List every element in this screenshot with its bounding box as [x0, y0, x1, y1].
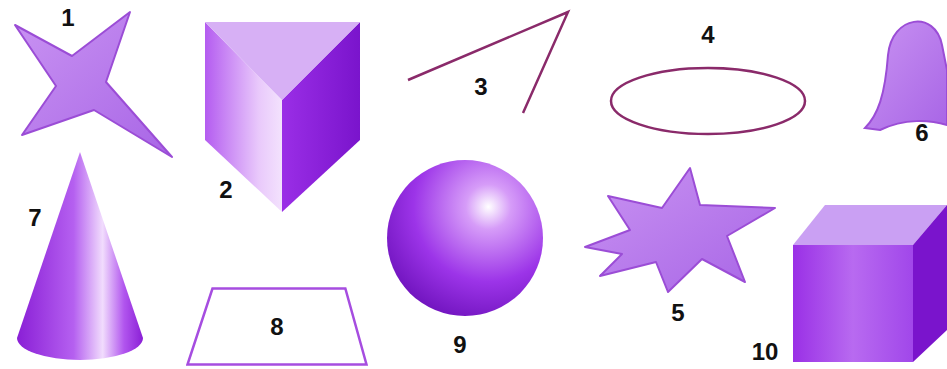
callout-number: 5	[671, 301, 684, 325]
cube-front	[793, 245, 913, 362]
callout-number: 1	[61, 6, 74, 30]
star-shape	[15, 12, 172, 157]
callout-number: 10	[752, 340, 779, 364]
sphere-solid	[387, 160, 543, 316]
trapezoid-outline	[188, 289, 367, 365]
callout-number: 4	[701, 23, 714, 47]
callout-number: 3	[474, 75, 487, 99]
callout-number: 6	[915, 121, 928, 145]
cube-side	[913, 205, 947, 362]
callout-number: 8	[270, 315, 283, 339]
cone-solid	[17, 152, 143, 360]
trapezoid-shape: 8	[186, 287, 368, 366]
star-shape	[585, 168, 775, 292]
callout-number: 7	[28, 206, 41, 230]
angle-lines	[408, 12, 568, 113]
callout-number: 2	[219, 178, 232, 202]
callout-number: 9	[453, 333, 466, 357]
curved-shape	[865, 22, 947, 130]
prism-top	[205, 22, 360, 100]
ellipse-outline	[611, 68, 805, 134]
